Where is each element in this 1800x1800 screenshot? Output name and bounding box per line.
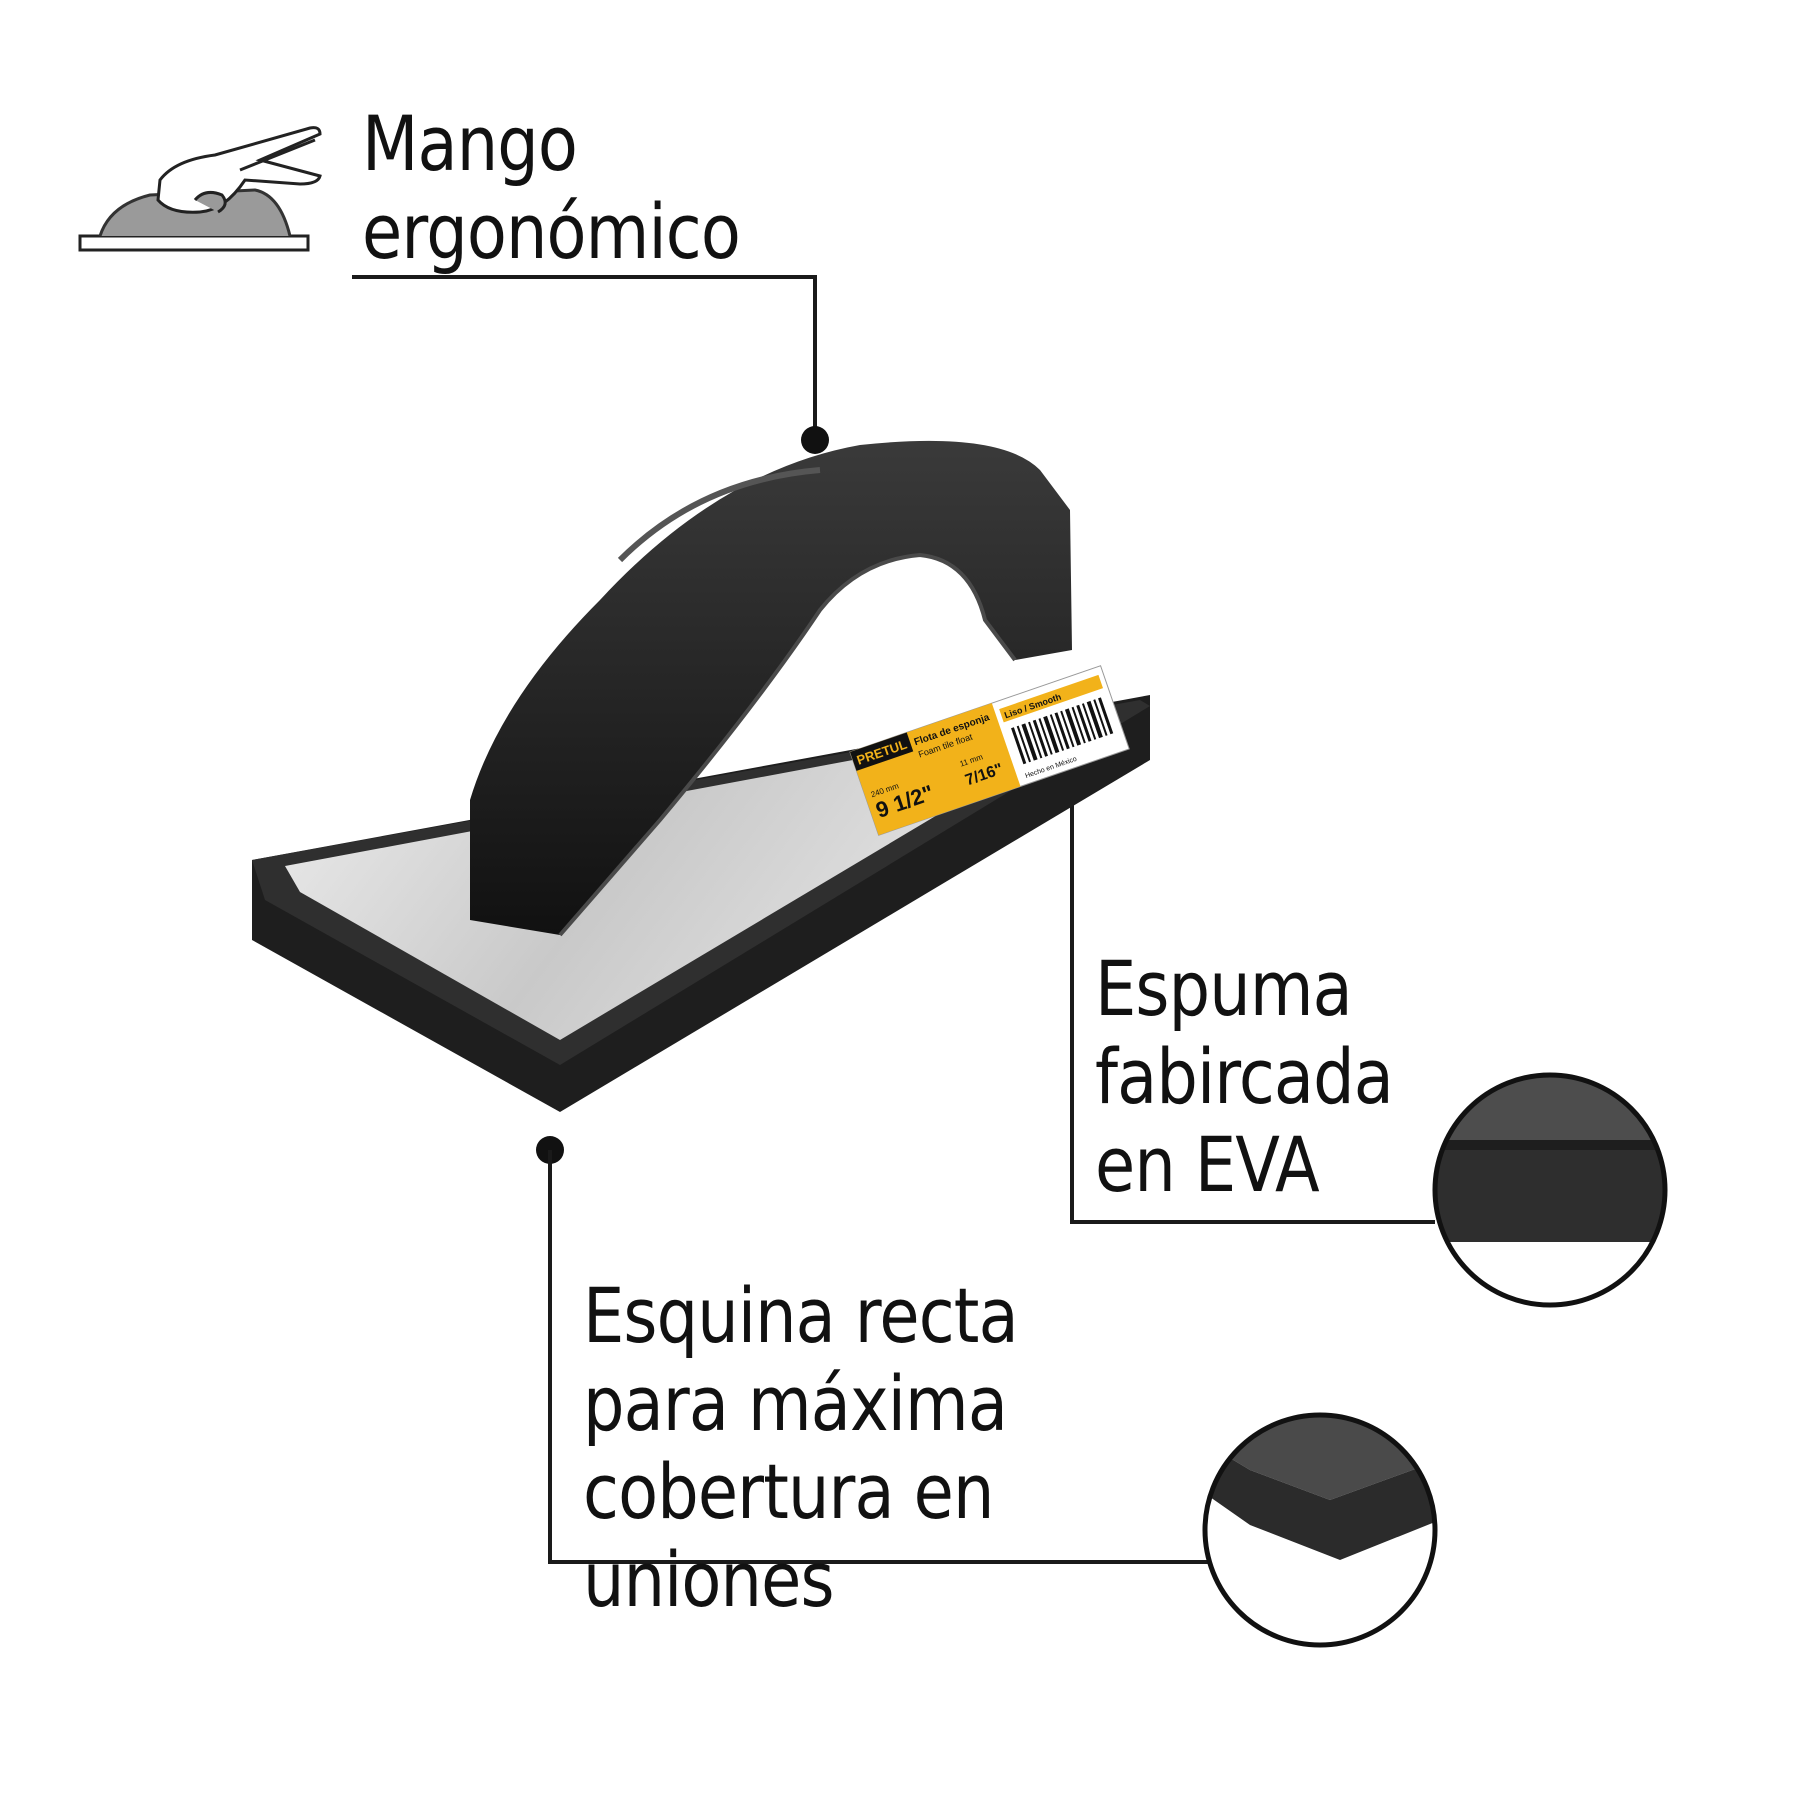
handle-callout-line-1: Mango	[362, 99, 578, 188]
handle-bullet-dot	[801, 426, 829, 454]
foam-callout-line-1: Espuma	[1095, 944, 1353, 1033]
handle-connector	[352, 275, 829, 454]
corner-callout-line-3: cobertura en	[583, 1447, 994, 1536]
corner-callout-line-1: Esquina recta	[583, 1271, 1019, 1360]
corner-callout: Esquina recta para máxima cobertura en u…	[583, 1271, 1019, 1624]
handle-callout: Mango ergonómico	[362, 99, 741, 276]
corner-connector	[536, 1136, 1208, 1564]
handle-callout-line-2: ergonómico	[362, 187, 741, 276]
hand-on-float-icon	[78, 126, 322, 252]
foam-callout: Espuma fabircada en EVA	[1095, 944, 1394, 1209]
barcode	[1011, 697, 1114, 765]
corner-callout-line-2: para máxima	[583, 1359, 1008, 1448]
float-handle	[470, 440, 1072, 937]
foam-callout-line-3: en EVA	[1095, 1120, 1320, 1209]
corner-zoom	[1202, 1412, 1438, 1648]
product-label: PRETUL Flota de esponja Foam tile float …	[849, 665, 1130, 836]
corner-callout-line-4: uniones	[583, 1535, 835, 1624]
foam-callout-line-2: fabircada	[1095, 1032, 1394, 1121]
foam-texture-zoom	[1432, 1072, 1668, 1308]
